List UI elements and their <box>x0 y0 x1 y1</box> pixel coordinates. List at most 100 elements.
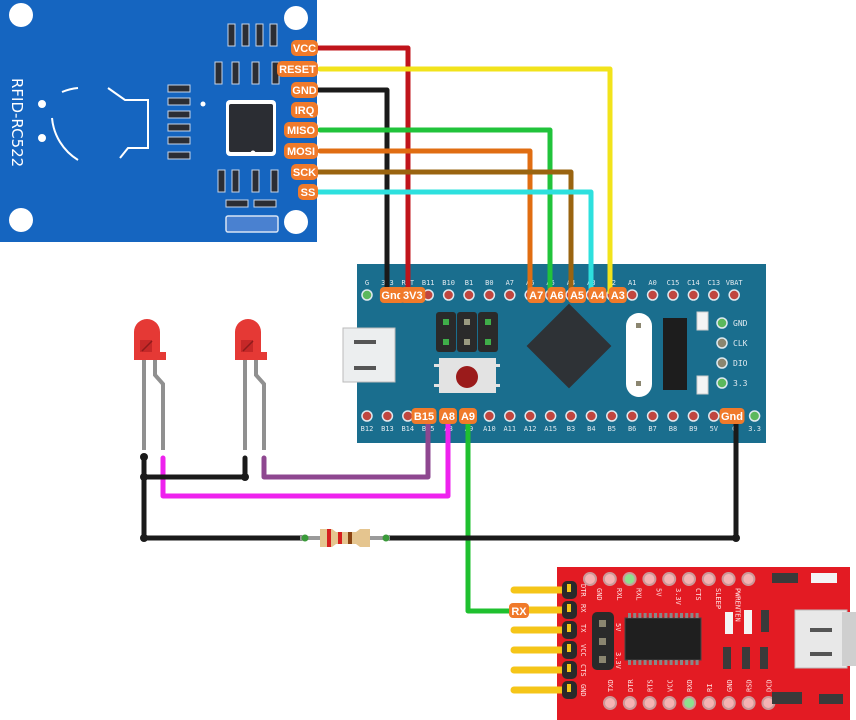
header-pin[interactable] <box>544 410 557 422</box>
ftdi-pad[interactable] <box>662 696 677 710</box>
header-pin[interactable] <box>402 410 414 422</box>
pin-label-text: A3 <box>611 290 625 302</box>
ftdi-pad[interactable] <box>682 572 696 586</box>
pin-silk-label: B12 <box>361 425 374 433</box>
header-pin[interactable] <box>504 410 516 422</box>
ftdi-side-silk: RX <box>579 604 587 613</box>
header-pin[interactable] <box>687 289 700 301</box>
rfid-pin-reset[interactable]: RESET <box>277 61 318 77</box>
ftdi-pad[interactable] <box>702 696 716 710</box>
chip-leg <box>643 613 647 618</box>
header-pin[interactable] <box>606 410 618 422</box>
pin-silk-label: C15 <box>667 279 680 287</box>
header-pin[interactable] <box>361 289 373 301</box>
stm32-pin-3v3[interactable]: 3V3 <box>400 287 426 303</box>
stm32-pin-a9[interactable]: A9 <box>459 408 477 424</box>
pin-label-text: A4 <box>590 290 605 302</box>
swd-pin[interactable] <box>716 317 728 329</box>
rfid-pin-label: SCK <box>293 167 316 179</box>
led-1 <box>134 319 166 450</box>
header-pin[interactable] <box>708 289 720 301</box>
crystal-oscillator <box>626 313 652 397</box>
resistor <box>300 529 390 547</box>
ftdi-pad[interactable] <box>642 696 657 710</box>
rfid-rc522-board: RFID-RC522 <box>0 0 317 242</box>
ftdi-pad[interactable] <box>622 572 637 586</box>
rfid-pin-ss[interactable]: SS <box>298 184 318 200</box>
rfid-pin-miso[interactable]: MISO <box>284 122 318 138</box>
chip-leg <box>685 613 689 618</box>
header-pin[interactable] <box>667 410 679 422</box>
pin-label-text: A9 <box>461 411 475 423</box>
header-pin[interactable] <box>483 410 496 422</box>
header-pin[interactable] <box>504 289 516 301</box>
header-pin[interactable] <box>626 289 638 301</box>
header-pin[interactable] <box>381 410 394 422</box>
stm32-pin-gnd-top[interactable]: Gnd <box>379 287 405 303</box>
rfid-pin-gnd[interactable]: GND <box>291 82 318 98</box>
header-pin[interactable] <box>361 410 373 422</box>
ftdi-top-silk: 3.3V <box>674 588 682 606</box>
ftdi-bottom-silk: TXD <box>607 679 615 692</box>
header-pin[interactable] <box>626 410 638 422</box>
header-pin[interactable] <box>463 289 475 301</box>
ftdi-pad[interactable] <box>741 572 756 586</box>
ftdi-pad[interactable] <box>721 696 736 710</box>
header-pin[interactable] <box>646 410 659 422</box>
header-pin[interactable] <box>667 289 679 301</box>
stm32-pin-a6[interactable]: A6 <box>547 287 566 303</box>
marker-dot <box>250 150 256 156</box>
pin-silk-label: C14 <box>687 279 700 287</box>
ftdi-pad[interactable] <box>741 696 756 710</box>
crystal-pad <box>636 381 641 386</box>
chip-leg <box>633 613 637 618</box>
ftdi-pad[interactable] <box>583 572 597 586</box>
swd-pin[interactable] <box>716 377 728 389</box>
header-pin[interactable] <box>442 289 455 301</box>
chip-leg <box>654 660 657 665</box>
ftdi-pad[interactable] <box>603 696 617 710</box>
stm32-pin-gnd-bottom[interactable]: Gnd <box>719 408 745 424</box>
ftdi-pad[interactable] <box>642 572 657 586</box>
header-pin[interactable] <box>565 410 577 422</box>
stm32-pin-a5[interactable]: A5 <box>568 287 586 303</box>
header-pin[interactable] <box>728 289 740 301</box>
rfid-pin-irq[interactable]: IRQ <box>291 102 318 118</box>
ftdi-pad[interactable] <box>682 696 697 710</box>
ftdi-rx-pin[interactable]: RX <box>509 603 529 618</box>
ftdi-pad[interactable] <box>721 572 736 586</box>
stm32-pin-a3[interactable]: A3 <box>608 287 627 303</box>
header-pin[interactable] <box>524 410 536 422</box>
pin-label-text: A8 <box>441 411 455 423</box>
header-pin[interactable] <box>687 410 700 422</box>
ftdi-pad[interactable] <box>602 572 617 586</box>
chip-leg <box>648 613 652 618</box>
ftdi-pad[interactable] <box>701 572 716 586</box>
pin-silk-label: A7 <box>506 279 514 287</box>
rfid-pin-label: MISO <box>287 125 316 137</box>
stm32-pin-a8[interactable]: A8 <box>439 408 457 424</box>
pin-silk-label: A10 <box>483 425 496 433</box>
ftdi-pad[interactable] <box>622 696 637 710</box>
ftdi-top-silk: RXL <box>635 588 643 601</box>
swd-pin[interactable] <box>716 357 728 369</box>
stm32-pin-b15[interactable]: B15 <box>411 408 437 424</box>
rfid-pin-sck[interactable]: SCK <box>291 164 318 180</box>
header-pin[interactable] <box>483 289 496 301</box>
header-pin[interactable] <box>585 410 598 422</box>
boot-jumpers <box>436 312 498 352</box>
stm32-pin-a4[interactable]: A4 <box>588 287 607 303</box>
reset-button[interactable] <box>434 358 500 393</box>
ftdi-pad[interactable] <box>662 572 677 586</box>
rfid-pin-mosi[interactable]: MOSI <box>284 143 318 159</box>
stm32-pin-a7[interactable]: A7 <box>527 287 546 303</box>
header-pin[interactable] <box>646 289 659 301</box>
header-pin[interactable] <box>708 410 720 422</box>
ftdi-bottom-silk: VCC <box>666 679 674 692</box>
pin-silk-label: B8 <box>669 425 677 433</box>
header-pin[interactable] <box>748 410 761 422</box>
swd-pin[interactable] <box>716 337 728 349</box>
rfid-pin-vcc[interactable]: VCC <box>291 40 318 56</box>
